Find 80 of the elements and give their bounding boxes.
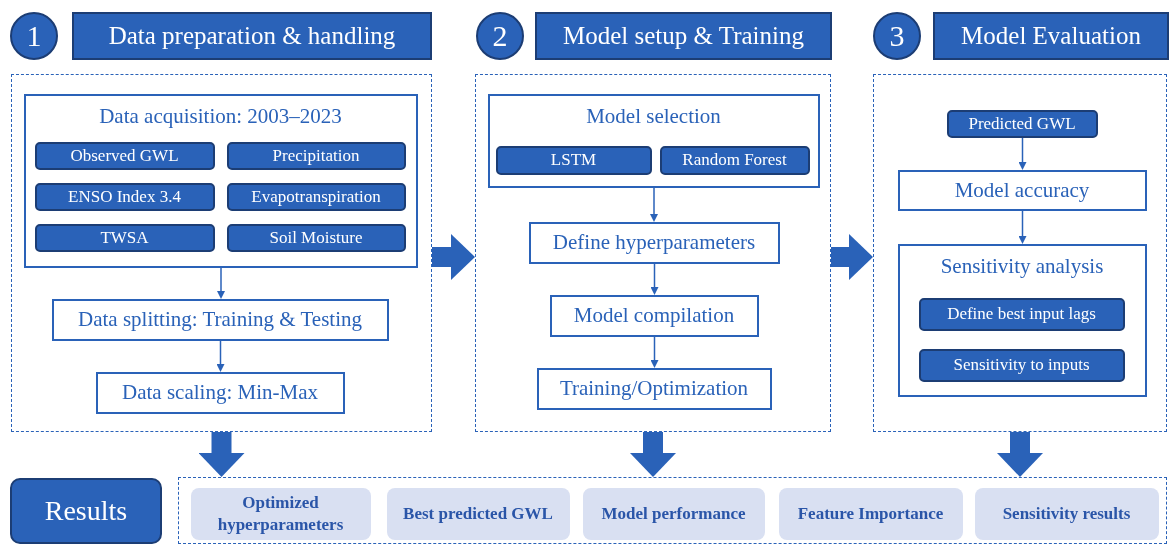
- box-label: Soil Moisture: [269, 227, 363, 248]
- results-label: Results: [44, 495, 128, 527]
- arrow: [650, 187, 658, 222]
- block-arrow: [831, 234, 873, 280]
- process-box: [51, 298, 389, 341]
- dashed-panel: [11, 74, 432, 432]
- box-label: Sensitivity to inputs: [953, 355, 1090, 375]
- box-label: ENSO Index 3.4: [68, 186, 181, 207]
- header-title: Model setup & Training: [563, 22, 804, 50]
- group-title: Sensitivity analysis: [940, 253, 1104, 279]
- block-arrow: [198, 432, 245, 477]
- group-title: Data acquisition: 2003–2023: [99, 103, 342, 129]
- section-header: [72, 12, 432, 60]
- box-label: Random Forest: [682, 150, 787, 170]
- input-pill: [34, 182, 215, 211]
- box-label: Evapotranspiration: [251, 186, 381, 207]
- box-label: Data splitting: Training & Testing: [78, 307, 362, 332]
- box-label: LSTM: [550, 150, 597, 170]
- step-number-circle: [10, 12, 58, 60]
- block-arrow: [432, 234, 475, 280]
- input-pill: [946, 109, 1098, 138]
- box-label: Model accuracy: [954, 177, 1090, 203]
- header-title: Data preparation & handling: [108, 22, 396, 50]
- step-number: 2: [492, 19, 508, 53]
- arrow: [217, 267, 225, 299]
- process-box: [897, 169, 1147, 211]
- result-chip: [778, 487, 963, 540]
- result-chip: [190, 487, 371, 540]
- step-pill: [918, 348, 1125, 382]
- step-number: 3: [889, 19, 905, 53]
- process-box: [95, 371, 345, 414]
- block-arrow: [630, 432, 676, 477]
- input-pill: [34, 141, 215, 170]
- arrow: [650, 263, 659, 295]
- box-label: Data scaling: Min-Max: [122, 380, 318, 405]
- box-label: Predicted GWL: [968, 113, 1076, 134]
- dashed-panel: [873, 74, 1167, 432]
- model-pill: [659, 145, 810, 175]
- step-number-circle: [476, 12, 524, 60]
- step-number-circle: [873, 12, 921, 60]
- results-box: [10, 478, 162, 544]
- box-label: Observed GWL: [70, 145, 179, 166]
- input-pill: [226, 223, 406, 252]
- result-label: Sensitivity results: [1002, 502, 1131, 525]
- result-label: Optimized hyperparameters: [216, 492, 345, 535]
- result-label: Best predicted GWL: [403, 502, 553, 525]
- section-header: [933, 12, 1169, 60]
- group-box: [897, 243, 1147, 397]
- arrow: [216, 340, 225, 372]
- process-box: [549, 294, 759, 337]
- box-label: Define hyperparameters: [552, 230, 756, 255]
- box-label: Model compilation: [573, 303, 735, 328]
- dashed-panel: [178, 477, 1167, 544]
- result-label: Feature Importance: [797, 502, 944, 525]
- step-pill: [918, 297, 1125, 331]
- input-pill: [226, 141, 406, 170]
- group-box: [23, 93, 418, 268]
- group-box: [487, 93, 820, 188]
- box-label: Training/Optimization: [559, 376, 749, 401]
- box-label: TWSA: [100, 227, 149, 248]
- model-pill: [495, 145, 652, 175]
- result-chip: [386, 487, 570, 540]
- arrow: [1018, 210, 1027, 244]
- result-chip: [974, 487, 1159, 540]
- process-box: [536, 367, 772, 410]
- group-title: Model selection: [586, 103, 721, 129]
- arrow: [1018, 137, 1027, 170]
- result-chip: [582, 487, 765, 540]
- step-number: 1: [26, 19, 42, 53]
- block-arrow: [997, 432, 1043, 477]
- box-label: Define best input lags: [947, 304, 1096, 324]
- box-label: Precipitation: [272, 145, 360, 166]
- arrow: [650, 336, 659, 368]
- input-pill: [34, 223, 215, 252]
- section-header: [535, 12, 832, 60]
- result-label: Model performance: [601, 502, 746, 525]
- dashed-panel: [475, 74, 831, 432]
- process-box: [528, 221, 780, 264]
- input-pill: [226, 182, 406, 211]
- header-title: Model Evaluation: [961, 22, 1141, 50]
